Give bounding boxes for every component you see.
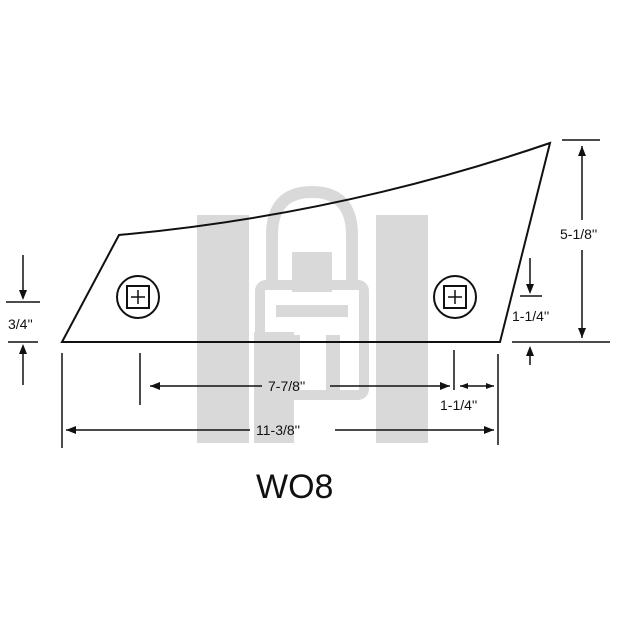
right-total-height-dimension: 5-1/8'' <box>560 139 600 338</box>
left-bolt-hole-icon <box>116 275 160 319</box>
right-total-height-label: 5-1/8'' <box>560 226 597 242</box>
right-bolt-hole-icon <box>433 275 477 319</box>
hole-to-edge-dimension: 1-1/4'' <box>440 383 494 413</box>
watermark-logo-icon <box>197 185 428 443</box>
left-height-label: 3/4'' <box>8 316 33 332</box>
hole-spacing-label: 7-7/8'' <box>268 378 305 394</box>
part-label: WO8 <box>256 468 333 506</box>
right-lower-height-label: 1-1/4'' <box>512 308 549 324</box>
overall-length-label: 11-3/8'' <box>256 422 300 438</box>
blade-outline <box>60 141 552 343</box>
right-lower-height-dimension: 1-1/4'' <box>512 258 610 365</box>
hole-spacing-dimension: 7-7/8'' <box>150 378 450 394</box>
overall-length-dimension: 11-3/8'' <box>66 422 494 438</box>
left-height-dimension: 3/4'' <box>6 255 40 385</box>
hole-to-edge-label: 1-1/4'' <box>440 397 477 413</box>
